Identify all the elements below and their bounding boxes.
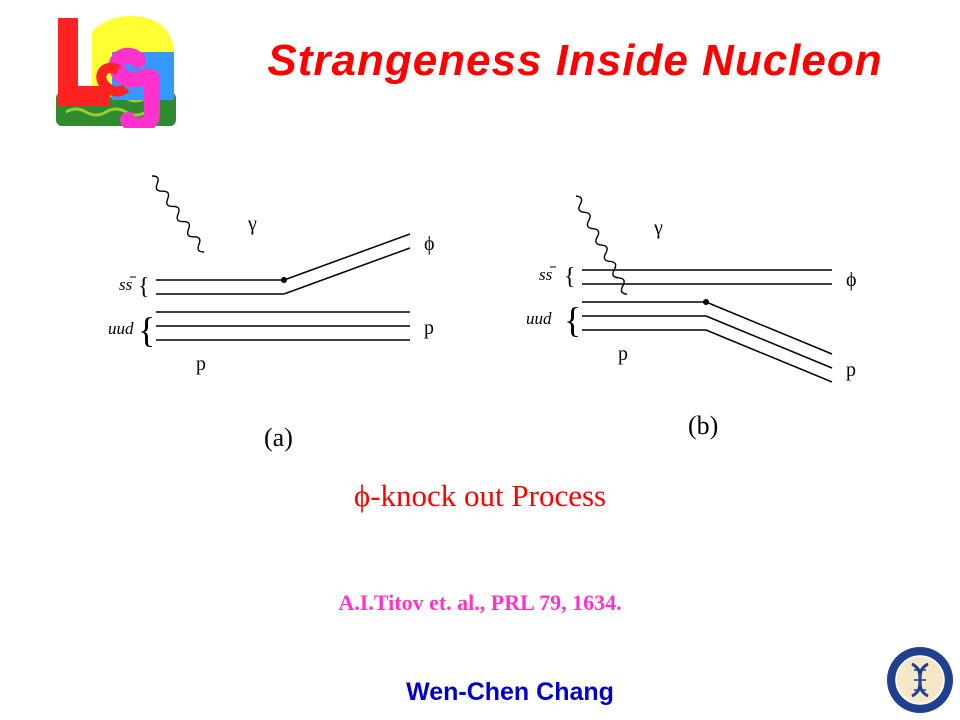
label-photon-b: γ (653, 217, 663, 239)
slide-title: Strangeness Inside Nucleon (267, 36, 883, 85)
phi-line-upper-a (283, 233, 411, 281)
diagram-a-label: (a) (264, 423, 293, 452)
academia-sinica-seal-icon (887, 647, 953, 713)
diagram-b-label: (b) (688, 411, 718, 440)
brace-ss-b: { (564, 264, 576, 290)
photon-line-a (151, 175, 205, 253)
label-proton-out-b: p (846, 359, 856, 381)
brace-uud-b: { (564, 300, 581, 340)
proton-line-3-b (705, 329, 833, 383)
reference-citation: A.I.Titov et. al., PRL 79, 1634. (338, 590, 622, 615)
brace-ss-a: { (138, 274, 150, 300)
label-uud-b: uud (526, 309, 552, 328)
proton-line-1-b (705, 301, 833, 355)
label-uud-a: uud (108, 319, 134, 338)
label-ss-a: ss (119, 275, 133, 294)
brace-uud-a: { (138, 310, 155, 350)
label-phi-a: ϕ (424, 233, 435, 255)
label-proton-in-b: p (618, 343, 628, 365)
vertex-dot-b (703, 299, 709, 305)
label-photon-a: γ (247, 213, 257, 235)
proton-line-2-b (705, 315, 833, 369)
feynman-diagram-b: { { ss uud γ ϕ p p (b) (526, 195, 857, 440)
phi-line-lower-a (283, 247, 411, 295)
photon-line-b (575, 195, 628, 295)
lcgp-logo-icon (56, 15, 176, 128)
vertex-dot-a (281, 277, 287, 283)
label-ss-b: ss (539, 265, 553, 284)
label-phi-b: ϕ (846, 269, 857, 291)
process-caption: ϕ-knock out Process (353, 478, 607, 513)
feynman-diagram-a: { { ss uud γ ϕ p p (a) (108, 175, 435, 452)
author-name: Wen-Chen Chang (406, 678, 614, 706)
label-proton-out-a: p (424, 317, 434, 339)
label-proton-in-a: p (196, 353, 206, 375)
